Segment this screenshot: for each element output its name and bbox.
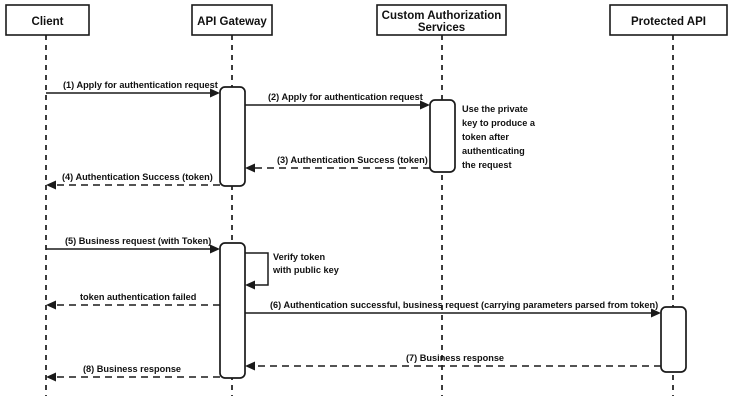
message-2: (2) Apply for authentication request [245,92,430,110]
message-token-authentication-failed: token authentication failed [46,292,220,310]
message-7-label: (7) Business response [406,353,504,363]
arrow-head-msg-2 [420,100,430,110]
arrow-head-msg-5 [210,244,220,254]
message-4: (4) Authentication Success (token) [46,172,220,190]
message-self-verify-label-line1: Verify token [273,252,325,262]
message-self-verify: Verify token with public key [245,252,340,290]
participant-protected-api-label: Protected API [631,16,706,28]
arrow-head-msg-self-verify [245,280,255,290]
note-private-key-line-4: authenticating [462,146,525,156]
message-8-label: (8) Business response [83,364,181,374]
activation-custom-authorization-services-1 [429,99,456,173]
arrow-head-msg-4 [46,180,56,190]
arrow-head-msg-token-failed [46,300,56,310]
participant-api-gateway-label: API Gateway [197,16,267,28]
arrow-head-msg-7 [245,361,255,371]
message-5: (5) Business request (with Token) [46,236,220,254]
activation-api-gateway-1 [219,86,246,187]
message-5-label: (5) Business request (with Token) [65,236,211,246]
message-1-label: (1) Apply for authentication request [63,80,218,90]
participant-headers: Client API Gateway Custom Authorization … [5,4,728,36]
message-token-authentication-failed-label: token authentication failed [80,292,196,302]
message-4-label: (4) Authentication Success (token) [62,172,213,182]
message-2-label: (2) Apply for authentication request [268,92,423,102]
note-private-key-line-1: Use the private [462,104,528,114]
participant-api-gateway[interactable]: API Gateway [191,4,273,36]
participant-client[interactable]: Client [5,4,90,36]
arrow-head-msg-1 [210,88,220,98]
participant-custom-authorization-services-label-line1: Custom Authorization [382,10,502,22]
participant-custom-authorization-services[interactable]: Custom Authorization Services [376,4,507,36]
participant-client-label: Client [32,16,64,28]
message-6: (6) Authentication successful, business … [245,300,661,318]
arrow-head-msg-8 [46,372,56,382]
message-7: (7) Business response [245,353,661,371]
participant-protected-api[interactable]: Protected API [609,4,728,36]
message-self-verify-label-line2: with public key [272,265,340,275]
message-3-label: (3) Authentication Success (token) [277,155,428,165]
message-8: (8) Business response [46,364,220,382]
note-private-key-line-3: token after [462,132,509,142]
participant-custom-authorization-services-label-line2: Services [418,22,465,34]
arrow-head-msg-6 [651,308,661,318]
message-3: (3) Authentication Success (token) [245,155,430,173]
activation-protected-api-1 [660,306,687,373]
message-1: (1) Apply for authentication request [46,80,220,98]
note-private-key-line-5: the request [462,160,512,170]
message-6-label: (6) Authentication successful, business … [270,300,658,310]
note-private-key-line-2: key to produce a [462,118,536,128]
note-private-key: Use the private key to produce a token a… [462,104,536,170]
activation-bars [219,86,687,379]
activation-api-gateway-2 [219,242,246,379]
arrow-head-msg-3 [245,163,255,173]
